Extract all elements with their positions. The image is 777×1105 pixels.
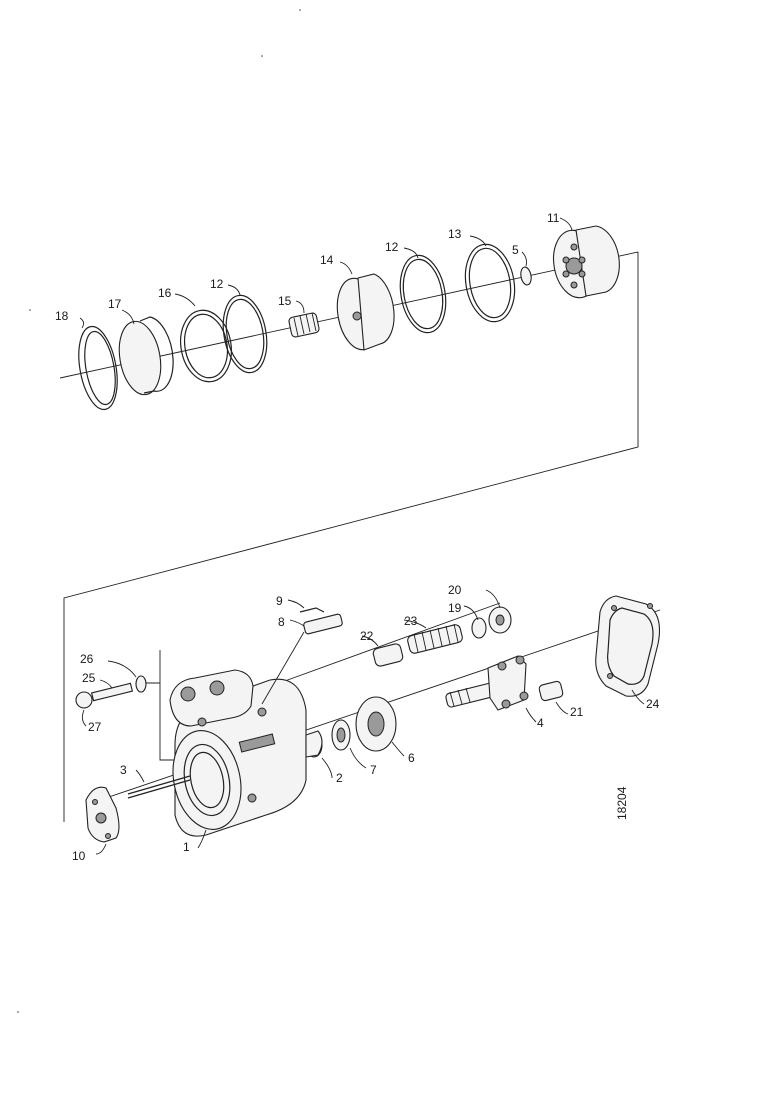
- upper-assembly: [59, 217, 639, 822]
- part-5-small-ring: [520, 251, 532, 286]
- callout-12-right: 12: [385, 240, 399, 254]
- scan-specks: [17, 9, 301, 1013]
- callout-9: 9: [276, 594, 283, 608]
- part-10-flange: [85, 786, 120, 855]
- callout-12-left: 12: [210, 277, 224, 291]
- callout-16: 16: [158, 286, 172, 300]
- callout-26: 26: [80, 652, 94, 666]
- part-4-shaft: [445, 655, 537, 723]
- part-13-ring: [464, 235, 516, 323]
- callout-3: 3: [120, 763, 127, 777]
- callout-22: 22: [360, 629, 374, 643]
- connection-bracket: [63, 252, 639, 822]
- callout-24: 24: [646, 697, 660, 711]
- part-3-rod: [127, 769, 191, 799]
- callout-11: 11: [547, 211, 560, 225]
- callout-13: 13: [448, 227, 462, 241]
- part-27-leader: [81, 709, 87, 727]
- callout-6: 6: [408, 751, 415, 765]
- part-21-bushing: [538, 680, 569, 715]
- callout-17: 17: [108, 297, 122, 311]
- callout-5: 5: [512, 243, 519, 257]
- callout-2: 2: [336, 771, 343, 785]
- part-23-spring: [403, 619, 463, 654]
- part-7-ring: [331, 719, 367, 769]
- part-26-washer: [107, 660, 147, 693]
- part-12-ring-right: [399, 247, 447, 334]
- drawing-reference-number: 18204: [615, 786, 629, 820]
- lower-assembly: [75, 589, 661, 855]
- callout-23: 23: [404, 614, 418, 628]
- callout-27: 27: [88, 720, 102, 734]
- part-14-piston: [336, 261, 395, 351]
- part-18-snap-ring: [78, 317, 118, 411]
- part-25-bolt: [75, 679, 134, 709]
- callout-19: 19: [448, 601, 462, 615]
- part-22-sleeve: [361, 635, 404, 667]
- callout-labels: 18 17 16 12 15 14 12 13 5 11 9 8 22 23 1…: [55, 211, 660, 863]
- part-16-ring: [174, 293, 233, 383]
- callout-18: 18: [55, 309, 69, 323]
- part-6-seal: [355, 696, 405, 757]
- bolt-bracket: [159, 650, 176, 761]
- callout-10: 10: [72, 849, 86, 863]
- part-11-end-plate: [552, 217, 620, 299]
- lower-axis-upper: [259, 602, 501, 691]
- callout-7: 7: [370, 763, 377, 777]
- part-19-washer: [463, 605, 487, 639]
- part-2-bushing: [305, 730, 333, 779]
- part-1-housing: [169, 669, 307, 849]
- part-15-spring: [288, 300, 320, 338]
- callout-15: 15: [278, 294, 292, 308]
- part-24-gasket: [595, 595, 661, 705]
- part-12-ring-left: [222, 284, 268, 374]
- part-20-nut: [485, 589, 512, 634]
- callout-21: 21: [570, 705, 584, 719]
- callout-14: 14: [320, 253, 334, 267]
- callout-1: 1: [183, 840, 190, 854]
- part-9-clip: [287, 599, 325, 613]
- callout-25: 25: [82, 671, 96, 685]
- callout-8: 8: [278, 615, 285, 629]
- part-17-cover: [118, 309, 174, 396]
- callout-20: 20: [448, 583, 462, 597]
- callout-4: 4: [537, 716, 544, 730]
- part-8-pin: [289, 613, 343, 635]
